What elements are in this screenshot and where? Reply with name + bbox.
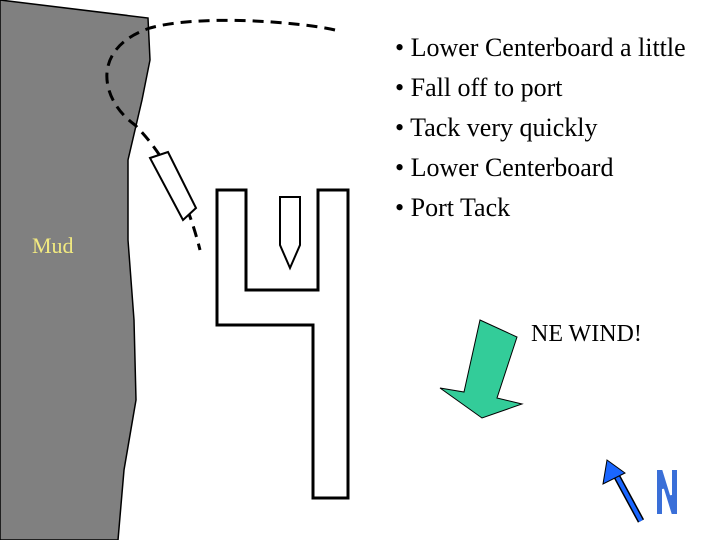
wind-arrow-icon bbox=[439, 319, 524, 419]
instruction-list: • Lower Centerboard a little • Fall off … bbox=[395, 28, 686, 228]
boat-moored bbox=[279, 196, 301, 271]
mud-shore bbox=[0, 0, 151, 540]
boat-path bbox=[105, 18, 336, 251]
mud-label: Mud bbox=[32, 233, 74, 258]
boat-tacking bbox=[148, 150, 198, 222]
instruction-item: • Lower Centerboard bbox=[395, 153, 614, 182]
north-letter-icon bbox=[655, 468, 679, 516]
instruction-item: • Lower Centerboard a little bbox=[395, 33, 686, 62]
north-arrow-shaft-inner bbox=[613, 472, 643, 522]
north-arrow-icon bbox=[602, 459, 626, 485]
instruction-item: • Fall off to port bbox=[395, 73, 563, 102]
dock bbox=[215, 188, 350, 500]
wind-label: NE WIND! bbox=[531, 321, 642, 347]
instruction-item: • Port Tack bbox=[395, 193, 511, 222]
instruction-item: • Tack very quickly bbox=[395, 113, 598, 142]
